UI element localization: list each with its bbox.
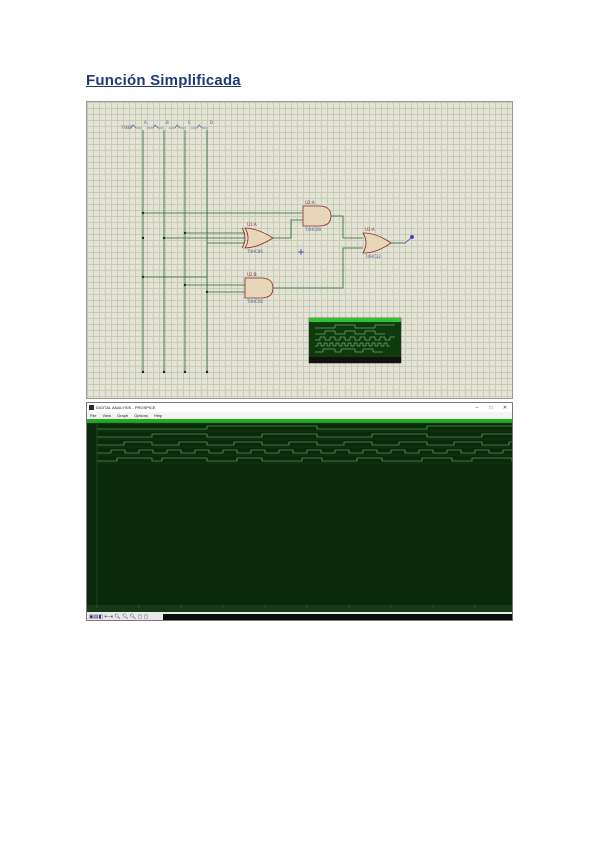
analyzer-statusbar: ▣▤◧ ⇤⇥ 🔍︎ 🔍︎ 🔍︎ ▢ ▢ <box>87 612 512 620</box>
svg-text:74HC08: 74HC08 <box>247 299 263 304</box>
svg-text:74HC08: 74HC08 <box>305 227 321 232</box>
waveform-display[interactable] <box>87 419 512 612</box>
svg-text:B: B <box>166 120 169 125</box>
menu-bar: File View Graph Options Help <box>87 412 512 419</box>
maximize-button[interactable]: □ <box>489 404 493 411</box>
gate-u2a: U2:A 74HC08 <box>302 200 332 232</box>
window-titlebar[interactable]: DIGITAL ANALYSIS - PROSPICE – □ ✕ <box>87 403 512 412</box>
logic-analyzer-window: DIGITAL ANALYSIS - PROSPICE – □ ✕ File V… <box>86 402 513 621</box>
waveform-traces <box>97 425 512 462</box>
menu-view[interactable]: View <box>102 413 112 418</box>
window-title: DIGITAL ANALYSIS - PROSPICE <box>96 405 156 410</box>
mini-analyzer-instrument <box>308 317 402 364</box>
svg-text:U2:B: U2:B <box>247 272 257 277</box>
toolbar-icons[interactable]: ▣▤◧ ⇤⇥ 🔍︎ 🔍︎ 🔍︎ ▢ ▢ <box>89 614 149 620</box>
document-title: Función Simplificada <box>86 72 241 89</box>
gate-wiring <box>143 212 405 293</box>
origin-marker-icon <box>298 249 304 255</box>
input-bus <box>142 130 208 372</box>
menu-file[interactable]: File <box>90 413 97 418</box>
svg-text:U2:A: U2:A <box>305 200 315 205</box>
svg-text:A: A <box>144 120 147 125</box>
minimize-button[interactable]: – <box>475 404 479 411</box>
menu-graph[interactable]: Graph <box>117 413 129 418</box>
gate-u1a: U1:A 74HC86 <box>241 222 274 254</box>
close-button[interactable]: ✕ <box>502 404 508 411</box>
gate-u2b: U2:B 74HC08 <box>244 272 274 304</box>
output-probe-icon <box>404 235 414 244</box>
svg-text:74HC32: 74HC32 <box>365 254 381 259</box>
input-switches <box>125 124 208 129</box>
waveform-canvas <box>87 419 512 612</box>
gate-u3a: U3:A 74HC32 <box>362 227 392 259</box>
schematic-screenshot: ????? A B C D <box>86 101 513 399</box>
svg-text:?????: ????? <box>121 125 132 130</box>
svg-text:74HC86: 74HC86 <box>247 249 263 254</box>
status-strip <box>163 614 512 620</box>
menu-options[interactable]: Options <box>134 413 148 418</box>
app-icon <box>89 405 94 410</box>
svg-text:C: C <box>188 120 191 125</box>
svg-text:U1:A: U1:A <box>247 222 257 227</box>
schematic-canvas: ????? A B C D <box>121 120 414 374</box>
svg-text:U3:A: U3:A <box>365 227 375 232</box>
svg-text:D: D <box>210 120 213 125</box>
wire-junctions <box>141 211 209 374</box>
menu-help[interactable]: Help <box>153 413 163 418</box>
